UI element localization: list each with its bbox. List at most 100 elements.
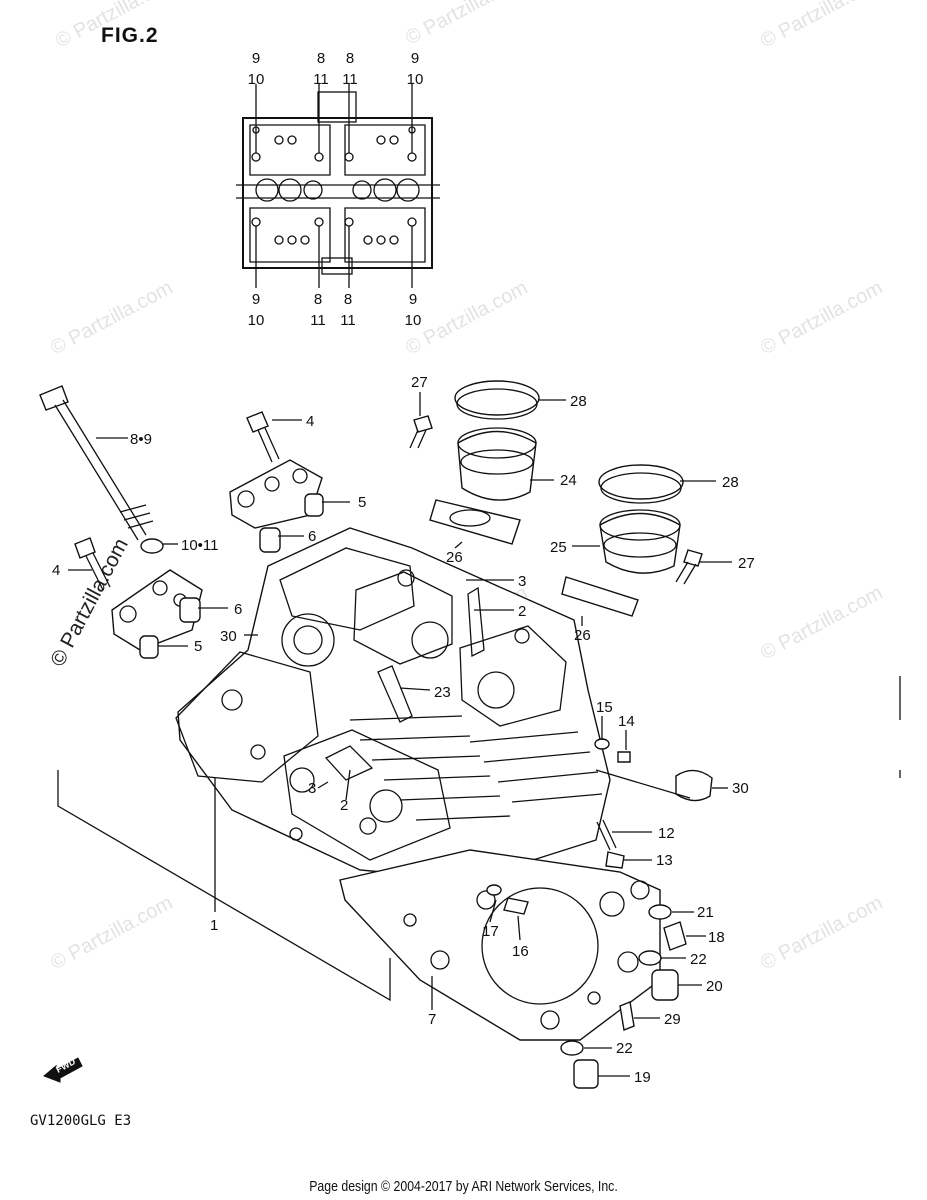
watermark: © Partzilla.com (757, 0, 886, 52)
callout: 1 (210, 917, 218, 934)
figure-title: FIG.2 (101, 24, 159, 47)
callout: 4 (306, 413, 314, 430)
top-label: 9 (252, 50, 260, 67)
callout: 12 (658, 825, 675, 842)
washer-10-11 (140, 538, 164, 554)
intake-24 (429, 380, 540, 545)
bottom-label: 9 (252, 291, 260, 308)
watermark: © Partzilla.com (402, 277, 531, 360)
top-label: 9 (411, 50, 419, 67)
bottom-label: 11 (310, 312, 326, 329)
watermark: © Partzilla.com (47, 892, 176, 975)
dowel-5a (304, 493, 324, 517)
plug-cap-30b (675, 769, 713, 802)
callout: 22 (616, 1040, 633, 1057)
callout: 8•9 (130, 431, 152, 448)
callout: 13 (656, 852, 673, 869)
watermark: © Partzilla.com (757, 892, 886, 975)
bottom-label: 8 (344, 291, 352, 308)
callout: 22 (690, 951, 707, 968)
leader-lines (68, 392, 732, 1077)
bolt-4-upper (246, 411, 280, 463)
callout: 6 (234, 601, 242, 618)
top-label: 11 (313, 71, 329, 88)
o-ring-22b (560, 1040, 584, 1056)
cylinder-head-body (175, 527, 611, 881)
dowel-18 (663, 921, 687, 951)
top-label: 10 (248, 71, 265, 88)
callout: 2 (340, 797, 348, 814)
clamp-screws-27 (409, 415, 703, 585)
intake-25 (561, 464, 684, 617)
top-view-labels: 9 10 8 11 8 11 9 10 9 10 8 11 8 11 9 10 (248, 50, 424, 329)
watermark: © Partzilla.com (52, 0, 181, 52)
top-label: 8 (346, 50, 354, 67)
watermark: © Partzilla.com (757, 277, 886, 360)
top-label: 11 (342, 71, 358, 88)
callout: 7 (428, 1011, 436, 1028)
callout: 26 (574, 627, 591, 644)
head-bolt-long (39, 385, 154, 541)
callout: 18 (708, 929, 725, 946)
o-ring-21 (648, 904, 672, 920)
bolt-14 (617, 751, 631, 763)
callout: 5 (358, 494, 366, 511)
bottom-label: 8 (314, 291, 322, 308)
dowel-19 (573, 1059, 599, 1089)
pin-29 (619, 1001, 635, 1031)
callout: 26 (446, 549, 463, 566)
dowel-5b (139, 635, 159, 659)
bottom-label: 10 (405, 312, 422, 329)
callout: 30 (220, 628, 237, 645)
bolt-16 (503, 897, 529, 915)
callout: 27 (738, 555, 755, 572)
callout: 16 (512, 943, 529, 960)
callout: 10•11 (181, 537, 219, 554)
dowel-20 (651, 969, 679, 1001)
top-label: 8 (317, 50, 325, 67)
callout: 27 (411, 374, 428, 391)
model-code: GV1200GLG E3 (30, 1113, 132, 1129)
callout: 6 (308, 528, 316, 545)
head-gasket-7 (339, 849, 661, 1041)
callout: 14 (618, 713, 635, 730)
callout: 3 (518, 573, 526, 590)
callout: 15 (596, 699, 613, 716)
callout: 24 (560, 472, 577, 489)
head-top-view (236, 84, 440, 288)
callout: 30 (732, 780, 749, 797)
callout: 17 (482, 923, 499, 940)
watermark: © Partzilla.com (47, 277, 176, 360)
stud-12 (596, 819, 617, 851)
bottom-label: 9 (409, 291, 417, 308)
rocker-holder-lower (111, 569, 203, 651)
callout: 4 (52, 562, 60, 579)
callout: 20 (706, 978, 723, 995)
fwd-arrow-icon: FWD (43, 1056, 83, 1083)
port-circles (255, 178, 420, 202)
callout: 3 (308, 780, 316, 797)
nut-13 (605, 851, 625, 869)
exploded-parts (39, 380, 732, 1089)
callout: 19 (634, 1069, 651, 1086)
dowel-6a (259, 527, 281, 553)
callout: 5 (194, 638, 202, 655)
bottom-label: 11 (340, 312, 356, 329)
callout-labels: 8•9 4 5 6 10•11 4 6 5 30 27 28 24 28 26 … (52, 374, 755, 1086)
callout: 29 (664, 1011, 681, 1028)
watermark: © Partzilla.com (757, 582, 886, 665)
callout: 23 (434, 684, 451, 701)
assembly-bracket (57, 770, 391, 1002)
top-label: 10 (407, 71, 424, 88)
bottom-label: 10 (248, 312, 265, 329)
callout: 28 (570, 393, 587, 410)
page-footer: Page design © 2004-2017 by ARI Network S… (309, 1178, 618, 1195)
callout: 28 (722, 474, 739, 491)
callout: 2 (518, 603, 526, 620)
watermark: © Partzilla.com (402, 0, 531, 49)
dowel-6b (179, 597, 201, 623)
bolt-4-lower (74, 537, 111, 591)
callout: 21 (697, 904, 714, 921)
callout: 25 (550, 539, 567, 556)
